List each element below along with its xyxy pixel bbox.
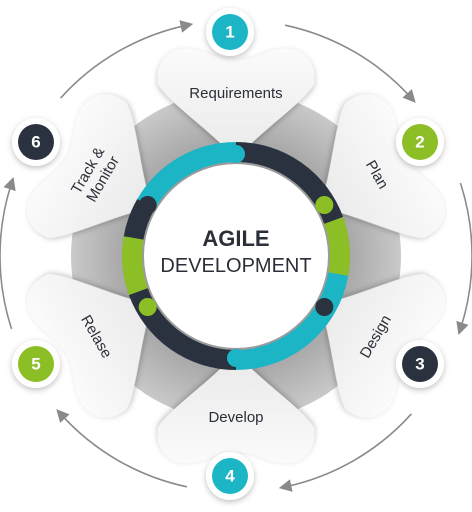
badge-number-2: 2 [415,132,424,151]
badge-fill-2 [402,124,438,160]
center-subtitle: DEVELOPMENT [160,255,311,277]
stage-petal-3 [319,274,445,418]
badge-fill-5 [18,346,54,382]
stage-petal-1 [157,48,315,160]
cycle-arrow-3 [278,413,412,492]
badge-fill-3 [402,346,438,382]
center-ring [122,142,350,370]
stage-badge-6: 6 [12,118,60,166]
stage-petal-4 [157,352,315,464]
ring-segment-4 [235,272,349,370]
center-title: AGILE [202,226,269,251]
badge-fill-4 [212,458,248,494]
petal-shape-6 [27,94,153,238]
badge-number-3: 3 [415,354,424,373]
ring-segment-3 [324,217,350,276]
petal-shape-5 [27,274,153,418]
ring-notch-1 [227,145,245,163]
stage-badge-4: 4 [206,452,254,500]
stage-label-1: Requirements [189,85,282,102]
badge-fill-1 [212,14,248,50]
stage-badge-5: 5 [12,340,60,388]
ring-notch-4 [227,349,245,367]
cycle-arrow-6 [60,20,194,99]
stage-badge-1: 1 [206,8,254,56]
petal-shape-1 [157,48,315,160]
badge-number-1: 1 [225,22,234,41]
stage-petal-6 [27,94,153,238]
center-circle [144,164,328,348]
ring-notch-2 [315,196,334,214]
ring-notch-3 [315,298,334,316]
cycle-arrow-2 [456,182,472,336]
stage-petal-2 [319,94,445,238]
stage-label-4: Develop [208,409,263,426]
badge-number-5: 5 [31,354,40,373]
stage-badge-2: 2 [396,118,444,166]
ring-segment-1 [137,142,237,210]
badge-fill-6 [18,124,54,160]
ring-notch-5 [138,298,157,316]
cycle-arrow-5 [0,176,16,330]
stage-badges: 1 2 3 4 5 6 [12,8,444,500]
petal-shape-2 [319,94,445,238]
ring-segment-6 [122,236,148,295]
stage-petal-5 [27,274,153,418]
petal-shape-4 [157,352,315,464]
cycle-arrow-4 [56,409,188,488]
petal-shape-3 [319,274,445,418]
stage-badge-3: 3 [396,340,444,388]
badge-number-4: 4 [225,466,235,485]
ring-notch-6 [138,196,157,214]
cycle-arrow-1 [284,24,416,103]
badge-number-6: 6 [31,132,40,151]
stage-petals: RequirementsPlanDesignDevelopRelaseTrack… [27,48,445,464]
